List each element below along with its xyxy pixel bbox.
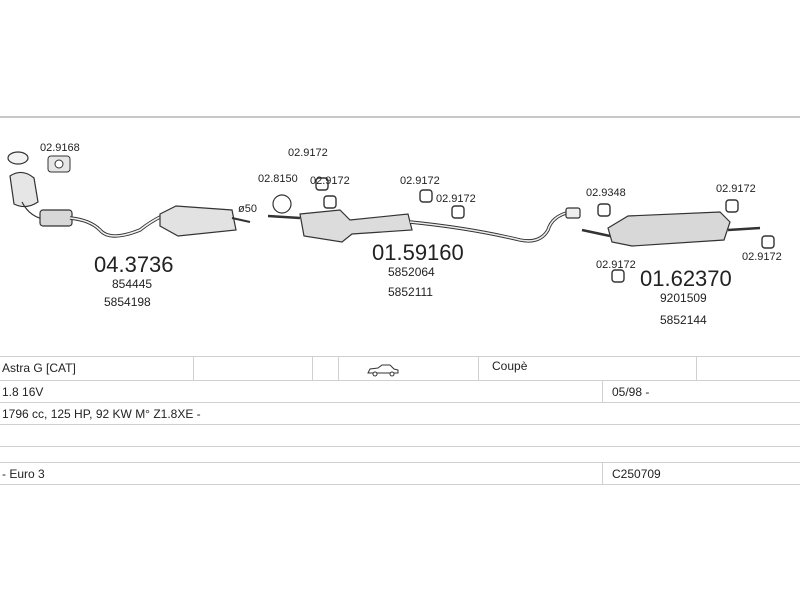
label-mount-i: 02.9172 (742, 251, 782, 263)
table-row: 1.8 16V 05/98 - (0, 380, 800, 402)
part-number-front[interactable]: 04.3736 (94, 252, 174, 277)
catalyst-body (9, 171, 39, 208)
label-clamp: 02.9168 (40, 142, 80, 154)
rear-clamp-icon (565, 207, 581, 219)
middle-section[interactable] (267, 194, 571, 243)
mount-icon (315, 177, 329, 191)
ref-middle-2: 5852111 (388, 285, 433, 299)
top-rule (0, 116, 800, 118)
vehicle-model: Astra G [CAT] (2, 361, 76, 375)
label-mount-a: 02.9172 (288, 147, 328, 159)
ref-front-2: 5854198 (104, 295, 151, 309)
front-pipe-assembly[interactable] (7, 151, 251, 238)
label-mount-d: 02.9172 (400, 175, 440, 187)
part-number-middle[interactable]: 01.59160 (372, 240, 464, 265)
flex-joint (39, 209, 73, 227)
front-flange (7, 151, 29, 165)
vehicle-date: 05/98 - (612, 385, 650, 399)
gasket-icon (272, 194, 292, 214)
mount-icon (725, 199, 739, 213)
label-mount-f: 02.9348 (586, 187, 626, 199)
label-mount-g: 02.9172 (716, 183, 756, 195)
mount-icon (451, 205, 465, 219)
vehicle-emission: - Euro 3 (2, 467, 45, 481)
table-row (0, 424, 800, 446)
ref-front-1: 854445 (112, 277, 152, 291)
ref-rear-1: 9201509 (660, 291, 707, 305)
front-pipe (69, 214, 163, 238)
table-row: Astra G [CAT] Coupè (0, 356, 800, 380)
table-row: - Euro 3 C250709 (0, 462, 800, 484)
mount-icon (761, 235, 775, 249)
vehicle-code: C250709 (612, 467, 661, 481)
part-number-rear[interactable]: 01.62370 (640, 266, 732, 291)
front-catalyst (159, 205, 237, 237)
exhaust-diagram: 02.9168 02.9172 02.8150 02.9172 02.9172 … (7, 142, 782, 327)
vehicle-engine: 1.8 16V (2, 385, 44, 399)
label-mount-b: 02.8150 (258, 173, 298, 185)
vehicle-body: Coupè (492, 359, 528, 373)
mount-icon (597, 203, 611, 217)
car-coupe-icon (366, 363, 400, 382)
vehicle-spec: 1796 cc, 125 HP, 92 KW M° Z1.8XE - (2, 407, 201, 421)
mount-icon (323, 195, 337, 209)
middle-silencer (299, 209, 413, 243)
rear-silencer (607, 211, 731, 247)
table-row: 1796 cc, 125 HP, 92 KW M° Z1.8XE - (0, 402, 800, 424)
mount-icon (611, 269, 625, 283)
mount-icon (419, 189, 433, 203)
middle-pipe (409, 210, 571, 243)
rear-silencer-assembly[interactable] (565, 207, 761, 247)
label-diameter: ø50 (238, 203, 257, 215)
ref-middle-1: 5852064 (388, 265, 435, 279)
table-bottom-rule (0, 484, 800, 486)
label-mount-c: 02.9172 (310, 175, 350, 187)
label-mount-h: 02.9172 (596, 259, 636, 271)
label-mount-e: 02.9172 (436, 193, 476, 205)
clamp-02-9168-icon (47, 155, 71, 173)
ref-rear-2: 5852144 (660, 313, 707, 327)
table-row (0, 446, 800, 462)
